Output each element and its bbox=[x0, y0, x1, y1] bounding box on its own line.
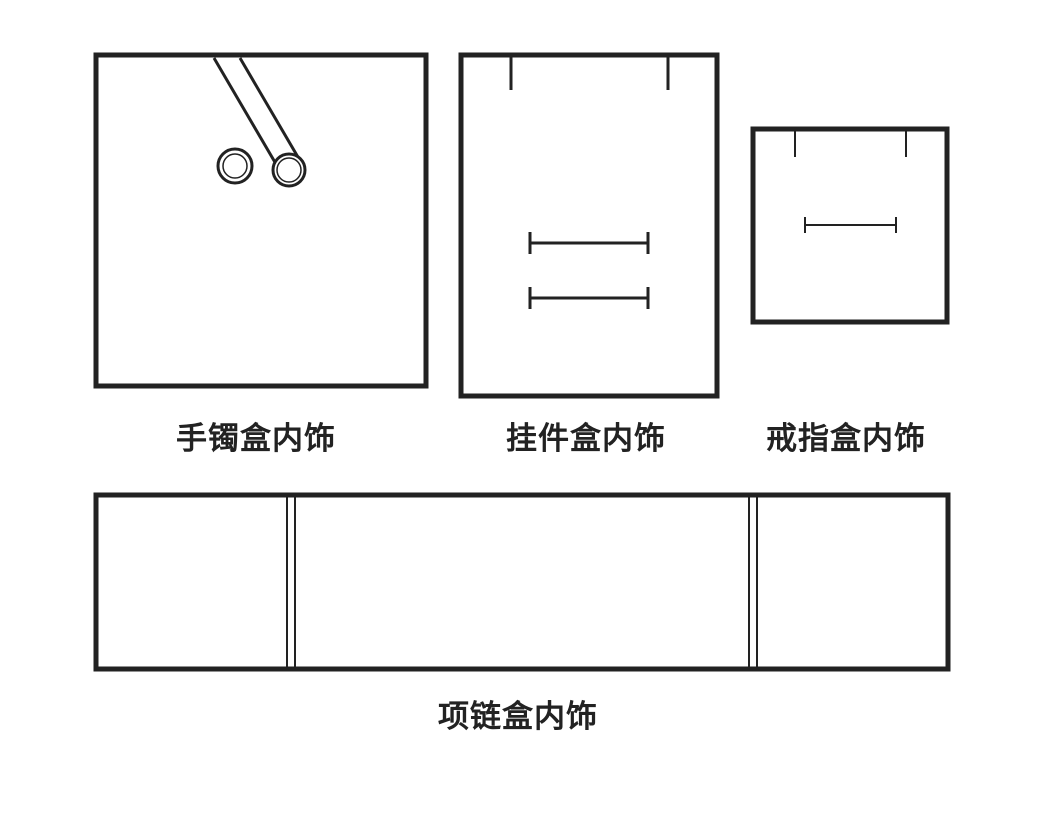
ring-box-outline bbox=[750, 126, 950, 325]
bracelet-box-insert bbox=[93, 52, 429, 389]
bracelet-slot-end-circle bbox=[271, 152, 307, 188]
bracelet-box-outline bbox=[93, 52, 429, 389]
necklace-box-label: 项链盒内饰 bbox=[438, 699, 598, 735]
necklace-box-insert bbox=[93, 492, 951, 672]
bracelet-slot-end-inner bbox=[276, 157, 302, 183]
pendant-box-insert bbox=[458, 52, 720, 399]
pendant-box-outline bbox=[458, 52, 720, 399]
bracelet-slot-line bbox=[238, 57, 304, 165]
ring-box-insert bbox=[750, 126, 950, 325]
bracelet-hole-inner bbox=[222, 153, 248, 179]
necklace-box-outline bbox=[93, 492, 951, 672]
bracelet-box-label: 手镯盒内饰 bbox=[176, 421, 336, 457]
pendant-box-label: 挂件盒内饰 bbox=[506, 421, 666, 457]
ring-box-label: 戒指盒内饰 bbox=[766, 421, 926, 457]
bracelet-slot-line bbox=[212, 57, 278, 165]
